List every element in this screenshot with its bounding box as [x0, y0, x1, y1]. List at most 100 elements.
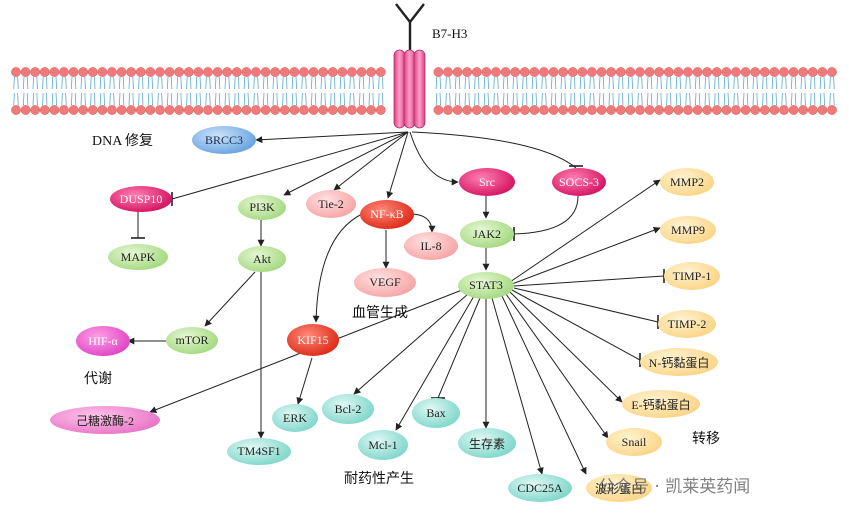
lipid-tail — [118, 76, 121, 90]
lipid-tail — [550, 76, 553, 90]
lipid-tail — [166, 76, 169, 90]
edge-stat3-bax — [437, 297, 481, 399]
lipid-head — [356, 105, 367, 115]
lipid-tail — [522, 76, 524, 90]
lipid-head — [817, 67, 828, 77]
lipid-tail — [142, 92, 144, 106]
lipid-tail — [209, 92, 211, 106]
node-mmp2: MMP2 — [660, 168, 714, 196]
lipid-tail — [545, 76, 547, 90]
lipid-tail — [497, 76, 499, 90]
lipid-head — [49, 105, 60, 115]
lipid-tail — [675, 92, 678, 106]
lipid-tail — [704, 76, 706, 90]
lipid-tail — [109, 92, 111, 106]
edge-stat3-timp1 — [513, 275, 665, 287]
lipid-tail — [382, 76, 384, 90]
lipid-tail — [94, 92, 96, 106]
pathway-edges — [127, 131, 665, 475]
lipid-head — [779, 105, 789, 115]
lipid-tail — [550, 92, 553, 106]
lipid-head — [625, 105, 636, 115]
lipid-tail — [314, 76, 317, 90]
lipid-tail — [478, 92, 480, 106]
cell-membrane — [11, 67, 837, 115]
lipid-head — [270, 105, 281, 115]
lipid-tail — [468, 92, 470, 106]
lipid-tail — [51, 76, 54, 90]
lipid-head — [529, 67, 540, 77]
lipid-head — [750, 105, 761, 115]
lipid-head — [491, 67, 501, 77]
lipid-tail — [608, 92, 610, 106]
lipid-tail — [186, 92, 188, 106]
lipid-head — [683, 67, 693, 77]
lipid-head — [11, 105, 21, 115]
lipid-head — [663, 67, 674, 77]
edge-stat3-mcl1 — [395, 295, 475, 431]
lipid-tail — [714, 92, 716, 106]
lipid-tail — [190, 76, 192, 90]
lipid-head — [231, 67, 242, 77]
lipid-tail — [46, 76, 48, 90]
lipid-tail — [166, 92, 169, 106]
lipid-tail — [531, 76, 534, 90]
lipid-tail — [474, 92, 476, 106]
node-vegf: VEGF — [354, 268, 416, 297]
lipid-head — [164, 67, 175, 77]
lipid-tail — [493, 92, 495, 106]
lipid-tail — [382, 92, 384, 106]
lipid-tail — [99, 92, 102, 106]
lipid-tail — [602, 92, 605, 106]
lipid-tail — [195, 76, 198, 90]
lipid-tail — [55, 76, 58, 90]
lipid-head — [260, 67, 271, 77]
lipid-tail — [26, 76, 29, 90]
lipid-head — [539, 105, 549, 115]
lipid-tail — [276, 76, 278, 90]
lipid-head — [769, 67, 780, 77]
lipid-tail — [282, 76, 284, 90]
lipid-tail — [310, 92, 313, 106]
lipid-tail — [90, 76, 92, 90]
lipid-head — [356, 67, 367, 77]
lipid-tail — [286, 76, 288, 90]
lipid-tail — [694, 76, 697, 90]
lipid-tail — [641, 76, 643, 90]
lipid-tail — [199, 76, 202, 90]
lipid-head — [145, 105, 156, 115]
lipid-tail — [70, 76, 73, 90]
lipid-tail — [618, 76, 620, 90]
lipid-tail — [618, 92, 620, 106]
lipid-tail — [161, 92, 163, 106]
lipid-tail — [70, 92, 73, 106]
lipid-tail — [334, 76, 336, 90]
lipid-head — [788, 67, 799, 77]
lipid-tail — [13, 92, 15, 106]
lipid-tail — [372, 92, 374, 106]
edge-receptor-nfkb — [386, 131, 409, 199]
lipid-tail — [132, 76, 134, 90]
node-mtor: mTOR — [166, 327, 218, 354]
lipid-head — [740, 67, 751, 77]
lipid-tail — [762, 76, 764, 90]
label-metastasis: 转移 — [692, 432, 720, 447]
lipid-tail — [228, 92, 230, 106]
lipid-head — [625, 67, 636, 77]
lipid-head — [308, 105, 319, 115]
lipid-tail — [737, 92, 739, 106]
lipid-head — [596, 105, 607, 115]
lipid-head — [241, 67, 252, 77]
lipid-head — [155, 67, 165, 77]
lipid-head — [299, 67, 309, 77]
lipid-tail — [823, 92, 826, 106]
lipid-head — [279, 105, 290, 115]
lipid-tail — [314, 92, 317, 106]
lipid-head — [318, 67, 329, 77]
lipid-head — [49, 67, 60, 77]
lipid-tail — [612, 76, 614, 90]
lipid-tail — [704, 92, 706, 106]
lipid-tail — [752, 76, 754, 90]
lipid-head — [203, 105, 213, 115]
